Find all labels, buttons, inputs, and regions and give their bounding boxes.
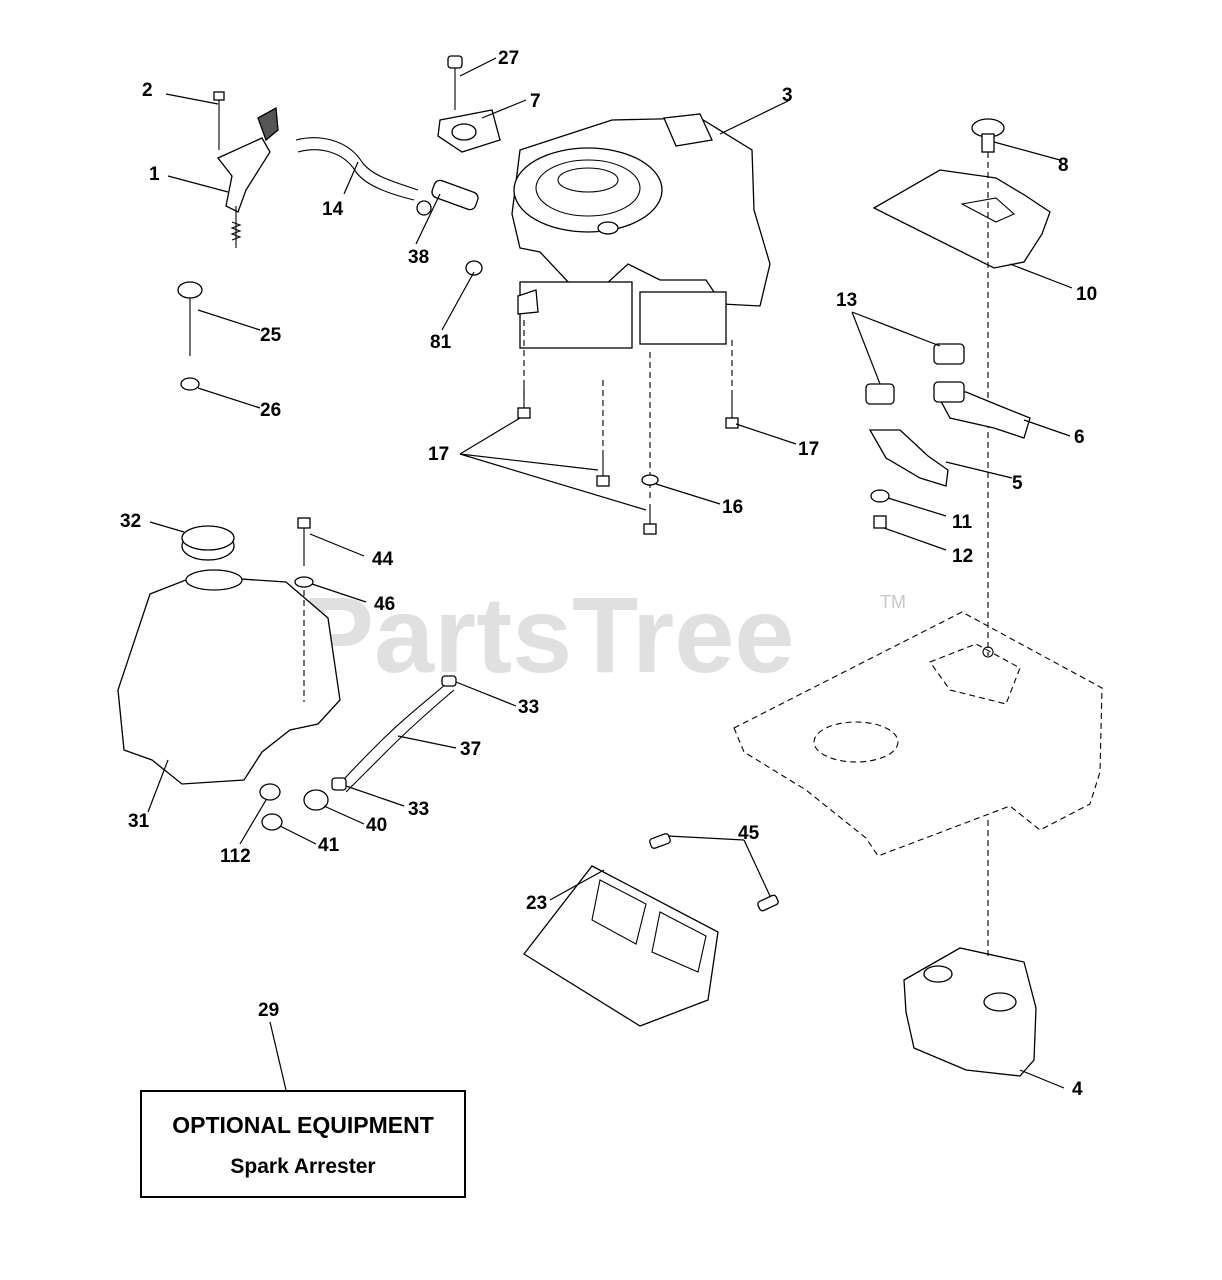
callout-27: 27 bbox=[498, 48, 519, 69]
fuel-hose[interactable] bbox=[331, 675, 457, 793]
bolt-12[interactable] bbox=[873, 515, 887, 529]
callout-26: 26 bbox=[260, 400, 281, 421]
engine[interactable] bbox=[511, 113, 771, 349]
callout-16: 16 bbox=[722, 497, 743, 518]
fuel-filter[interactable] bbox=[416, 179, 480, 216]
throttle-control[interactable] bbox=[213, 91, 279, 248]
fuel-line[interactable] bbox=[295, 137, 419, 201]
callout-81: 81 bbox=[430, 332, 452, 353]
callout-41: 41 bbox=[318, 835, 340, 856]
callout-33-top: 33 bbox=[518, 697, 539, 718]
callout-7: 7 bbox=[530, 91, 541, 112]
callout-6: 6 bbox=[1074, 427, 1085, 448]
fitting-40[interactable] bbox=[303, 789, 329, 811]
callout-37: 37 bbox=[460, 739, 481, 760]
screw-25[interactable] bbox=[177, 281, 203, 356]
nut[interactable] bbox=[465, 260, 483, 276]
callout-31: 31 bbox=[128, 811, 150, 832]
callout-25: 25 bbox=[260, 325, 282, 346]
callout-5: 5 bbox=[1012, 473, 1023, 494]
callout-2: 2 bbox=[142, 80, 153, 101]
optional-equipment-title: OPTIONAL EQUIPMENT bbox=[172, 1112, 434, 1138]
guard-bolts[interactable] bbox=[649, 833, 779, 912]
leader-lines bbox=[147, 57, 1073, 1091]
watermark: PartsTree bbox=[302, 574, 794, 695]
callout-10: 10 bbox=[1076, 284, 1097, 305]
callout-8: 8 bbox=[1058, 155, 1069, 176]
watermark-trademark: TM bbox=[880, 592, 906, 612]
clamp[interactable] bbox=[437, 109, 501, 153]
callout-17-right: 17 bbox=[798, 439, 819, 460]
washer-11[interactable] bbox=[870, 489, 890, 503]
callout-29: 29 bbox=[258, 1000, 279, 1021]
engine-guard[interactable] bbox=[523, 865, 719, 1027]
callout-14: 14 bbox=[322, 199, 344, 220]
fuel-cap[interactable] bbox=[181, 525, 235, 561]
frame bbox=[733, 611, 1103, 857]
callout-38: 38 bbox=[408, 247, 429, 268]
washer-46[interactable] bbox=[294, 576, 314, 588]
fuel-tank[interactable] bbox=[117, 569, 341, 785]
callout-45: 45 bbox=[738, 823, 760, 844]
callout-17-left: 17 bbox=[428, 444, 449, 465]
callout-4: 4 bbox=[1072, 1079, 1083, 1100]
callout-3: 3 bbox=[782, 85, 793, 106]
knob[interactable] bbox=[971, 118, 1005, 153]
exhaust-pipes[interactable] bbox=[865, 343, 1031, 487]
washer-26[interactable] bbox=[180, 377, 200, 391]
callout-11: 11 bbox=[952, 512, 973, 533]
callout-46: 46 bbox=[374, 594, 395, 615]
washer-16[interactable] bbox=[641, 474, 659, 486]
grommet-112[interactable] bbox=[259, 783, 281, 801]
callout-112: 112 bbox=[220, 846, 251, 867]
callout-44: 44 bbox=[372, 549, 394, 570]
optional-equipment-item: Spark Arrester bbox=[230, 1155, 376, 1178]
callout-12: 12 bbox=[952, 546, 973, 567]
muffler[interactable] bbox=[903, 947, 1037, 1077]
optional-equipment-box: OPTIONAL EQUIPMENT Spark Arrester bbox=[140, 1090, 466, 1198]
callout-13: 13 bbox=[836, 290, 857, 311]
clamp-screw[interactable] bbox=[447, 55, 463, 110]
callout-23: 23 bbox=[526, 893, 547, 914]
screw-44[interactable] bbox=[297, 517, 311, 529]
fitting-41[interactable] bbox=[261, 813, 283, 831]
callout-1: 1 bbox=[149, 164, 160, 185]
callout-32: 32 bbox=[120, 511, 141, 532]
callout-33-bottom: 33 bbox=[408, 799, 429, 820]
engine-bolts[interactable] bbox=[517, 386, 739, 535]
callout-40: 40 bbox=[366, 815, 387, 836]
heat-shield[interactable] bbox=[872, 169, 1051, 269]
